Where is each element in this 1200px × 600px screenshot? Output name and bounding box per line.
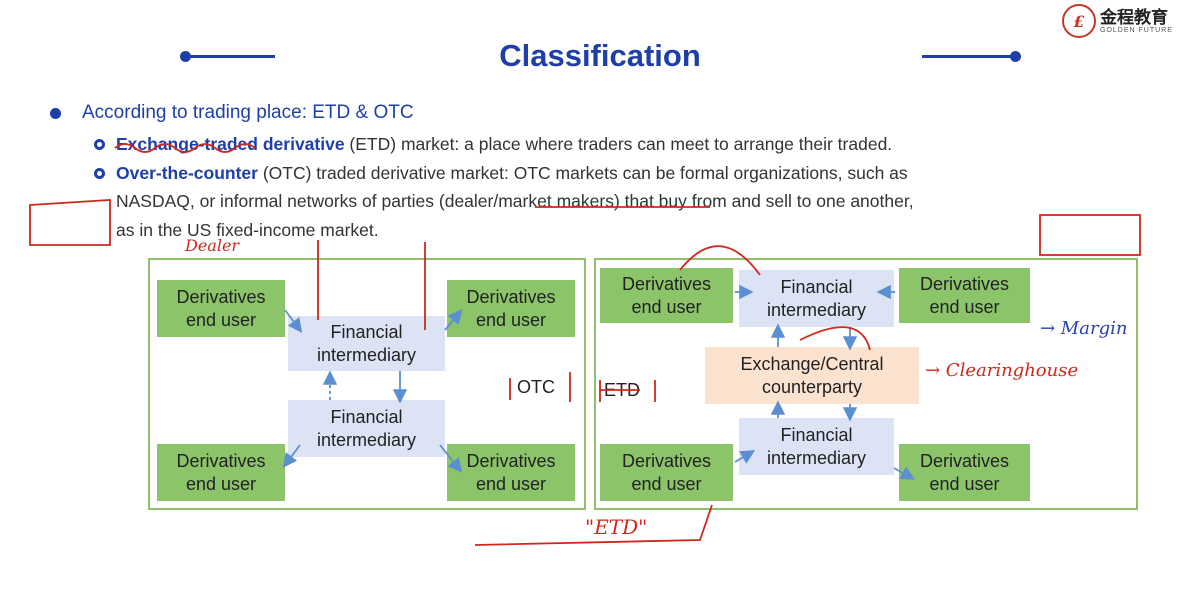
otc-text: (OTC) traded derivative market: OTC mark…: [257, 163, 908, 183]
sub-bullet-icon: [94, 168, 105, 179]
otc-diagram: [148, 258, 586, 510]
bullet-otc-line2: NASDAQ, or informal networks of parties …: [116, 191, 914, 211]
etd-text: (ETD) market: a place where traders can …: [344, 134, 893, 154]
logo-seal-icon: £: [1062, 4, 1096, 38]
annotation-margin: → Margin: [1040, 318, 1128, 339]
title-line-left: [185, 55, 275, 58]
annotation-dealer: Dealer: [185, 236, 240, 255]
sub-bullet-icon: [94, 139, 105, 150]
title-dot-right: [1010, 51, 1021, 62]
annotation-etd: "ETD": [585, 515, 648, 539]
logo-cn: 金程教育: [1100, 7, 1168, 27]
slide-title: Classification: [499, 38, 701, 73]
etd-diagram: [594, 258, 1138, 510]
logo-en: GOLDEN FUTURE: [1100, 26, 1173, 34]
annotation-clearinghouse: → Clearinghouse: [925, 360, 1079, 381]
bullet-otc-line3: as in the US fixed-income market.: [116, 220, 379, 240]
bullet-etd: Exchange-traded derivative (ETD) market:…: [116, 134, 892, 155]
otc-label: OTC: [517, 377, 555, 397]
etd-keyword: Exchange-traded derivative: [116, 134, 345, 154]
bullet-main: According to trading place: ETD & OTC: [82, 102, 414, 123]
bullet-otc: Over-the-counter (OTC) traded derivative…: [116, 163, 908, 184]
handwritten-marks: [29, 143, 1141, 546]
bullet-icon: [50, 108, 61, 119]
title-line-right: [922, 55, 1012, 58]
otc-keyword: Over-the-counter: [116, 163, 258, 183]
